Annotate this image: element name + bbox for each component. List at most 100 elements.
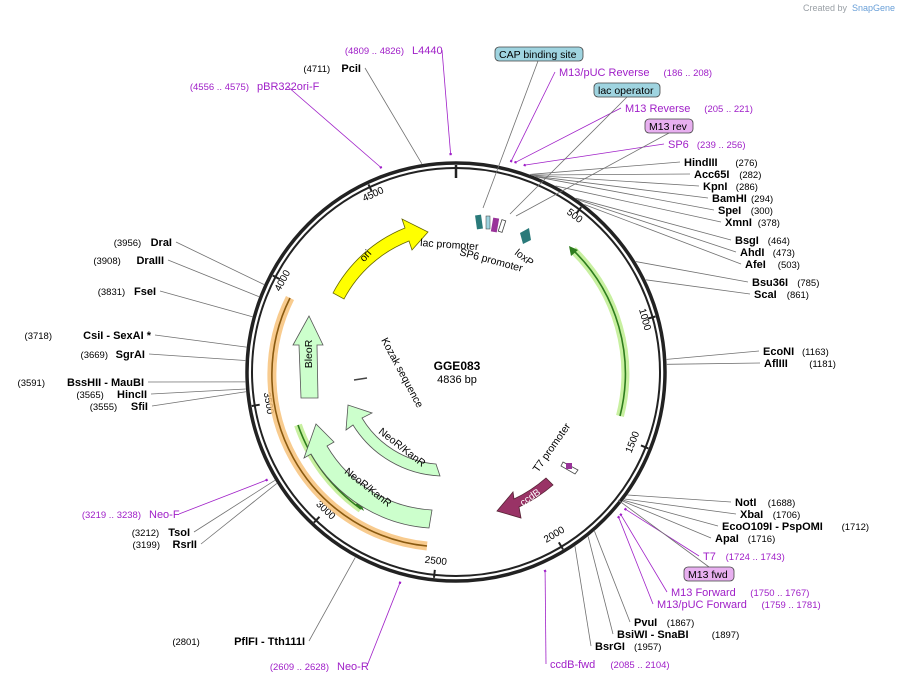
primer-sp6[interactable]: SP6 bbox=[668, 139, 689, 151]
site-xbai[interactable]: XbaI bbox=[740, 509, 763, 521]
site-acc65i[interactable]: Acc65I bbox=[694, 169, 729, 181]
primer-position: (1759 .. 1781) bbox=[762, 600, 821, 611]
site-kpni[interactable]: KpnI bbox=[703, 181, 727, 193]
site-position: (4711) bbox=[303, 64, 330, 75]
site-bamhi[interactable]: BamHI bbox=[712, 193, 747, 205]
primer-leader bbox=[366, 582, 401, 667]
primer-mark bbox=[617, 515, 621, 519]
site-sgrai[interactable]: SgrAI bbox=[116, 349, 145, 361]
site-afliii[interactable]: AflIII bbox=[764, 358, 788, 370]
site-leader bbox=[627, 494, 732, 503]
site-hindiii[interactable]: HindIII bbox=[684, 157, 718, 169]
sp6-promoter-feature[interactable] bbox=[497, 219, 507, 233]
tick-mark bbox=[432, 569, 436, 578]
backbone-outer-strand bbox=[245, 161, 667, 583]
primer-position: (2085 .. 2104) bbox=[610, 660, 669, 671]
site-leader bbox=[150, 388, 246, 395]
site-tsoi[interactable]: TsoI bbox=[168, 527, 190, 539]
site-bsu36i[interactable]: Bsu36I bbox=[752, 277, 788, 289]
plasmid-length: 4836 bp bbox=[437, 374, 477, 386]
primer-m13-forward[interactable]: M13 Forward bbox=[671, 587, 736, 599]
site-afei[interactable]: AfeI bbox=[745, 259, 766, 271]
site-bsiwi-snabi[interactable]: BsiWI - SnaBI bbox=[617, 629, 689, 641]
snapgene-logo: SnapGene bbox=[852, 3, 895, 13]
site-position: (3591) bbox=[18, 378, 45, 389]
lac-operator-box[interactable] bbox=[593, 82, 661, 98]
primer-mark bbox=[265, 478, 269, 482]
primer-mark bbox=[619, 513, 623, 517]
cap-binding-site-box[interactable] bbox=[494, 46, 584, 62]
site-rsrii[interactable]: RsrII bbox=[173, 539, 197, 551]
kozak-feature[interactable] bbox=[353, 377, 368, 381]
site-econi[interactable]: EcoNI bbox=[763, 346, 794, 358]
primer-leader bbox=[620, 514, 668, 593]
tick-mark bbox=[251, 403, 260, 407]
site-leader bbox=[148, 353, 246, 361]
primer-pbr322ori-f[interactable]: pBR322ori-F bbox=[257, 81, 320, 93]
primer-neo-f[interactable]: Neo-F bbox=[149, 509, 180, 521]
site-bsgi[interactable]: BsgI bbox=[735, 235, 759, 247]
site-noti[interactable]: NotI bbox=[735, 497, 756, 509]
created-by-text: Created by bbox=[803, 3, 848, 13]
loxp-feature[interactable] bbox=[520, 228, 531, 244]
tick-label: 2000 bbox=[542, 524, 567, 545]
site-ecoo109i-pspomi[interactable]: EcoO109I - PspOMI bbox=[722, 521, 823, 533]
site-position: (3956) bbox=[114, 238, 141, 249]
site-apai[interactable]: ApaI bbox=[715, 533, 739, 545]
site-leader bbox=[534, 175, 709, 199]
site-position: (378) bbox=[758, 218, 780, 229]
site-bsrgi[interactable]: BsrGI bbox=[595, 641, 625, 653]
tick-mark bbox=[272, 274, 281, 281]
ori-feature[interactable] bbox=[332, 218, 429, 300]
site-pcii[interactable]: PciI bbox=[341, 63, 361, 75]
ccdb-feature[interactable] bbox=[496, 477, 554, 519]
site-sfii[interactable]: SfiI bbox=[131, 401, 148, 413]
neor-outer-feature[interactable] bbox=[303, 423, 433, 529]
site-spei[interactable]: SpeI bbox=[718, 205, 741, 217]
primer-leader bbox=[178, 479, 267, 515]
primer-leader bbox=[515, 107, 622, 163]
primer-mark bbox=[623, 507, 627, 511]
site-fsei[interactable]: FseI bbox=[134, 286, 156, 298]
primer-position: (239 .. 256) bbox=[697, 140, 746, 151]
bleor-feature[interactable] bbox=[292, 315, 324, 399]
lac-operator-feature[interactable] bbox=[490, 217, 500, 233]
lac-promoter-feature[interactable] bbox=[475, 214, 483, 230]
site-hincii[interactable]: HincII bbox=[117, 389, 147, 401]
m13-rev-box[interactable] bbox=[644, 118, 694, 134]
primer-ccdb-fwd[interactable]: ccdB-fwd bbox=[550, 659, 595, 671]
site-scai[interactable]: ScaI bbox=[754, 289, 777, 301]
site-csii-sexai[interactable]: CsiI - SexAI * bbox=[83, 330, 152, 342]
green-highlight-right bbox=[570, 247, 630, 417]
site-drai[interactable]: DraI bbox=[151, 237, 172, 249]
primer-t7[interactable]: T7 bbox=[703, 551, 716, 563]
site-pvui[interactable]: PvuI bbox=[634, 617, 657, 629]
site-leader bbox=[159, 290, 253, 318]
site-position: (276) bbox=[735, 158, 757, 169]
site-ahdi[interactable]: AhdI bbox=[740, 247, 764, 259]
site-xmni[interactable]: XmnI bbox=[725, 217, 752, 229]
primer-l4440[interactable]: L4440 bbox=[412, 45, 443, 57]
site-leader bbox=[175, 241, 265, 285]
site-draiii[interactable]: DraIII bbox=[136, 255, 164, 267]
primer-m13-reverse[interactable]: M13 Reverse bbox=[625, 103, 690, 115]
site-leader bbox=[645, 279, 751, 295]
site-position: (3908) bbox=[93, 256, 120, 267]
site-leader bbox=[577, 199, 737, 253]
neor-inner-feature[interactable] bbox=[345, 404, 441, 477]
site-position: (1181) bbox=[809, 359, 836, 370]
site-position: (300) bbox=[751, 206, 773, 217]
primer-neo-r[interactable]: Neo-R bbox=[337, 661, 369, 673]
site-pflfi-tth111i[interactable]: PflFI - Tth111I bbox=[234, 636, 305, 648]
site-position: (3718) bbox=[25, 331, 52, 342]
tick-mark bbox=[647, 315, 656, 320]
primer-leader bbox=[524, 143, 665, 166]
m13-fwd-box[interactable] bbox=[683, 566, 735, 582]
tick-label: 2500 bbox=[424, 555, 448, 568]
cap-site-feature[interactable] bbox=[485, 215, 491, 230]
primer-m13-puc-forward[interactable]: M13/pUC Forward bbox=[657, 599, 747, 611]
site-bsshii-maubi[interactable]: BssHII - MauBI bbox=[67, 377, 144, 389]
primer-m13-puc-reverse[interactable]: M13/pUC Reverse bbox=[559, 67, 649, 79]
